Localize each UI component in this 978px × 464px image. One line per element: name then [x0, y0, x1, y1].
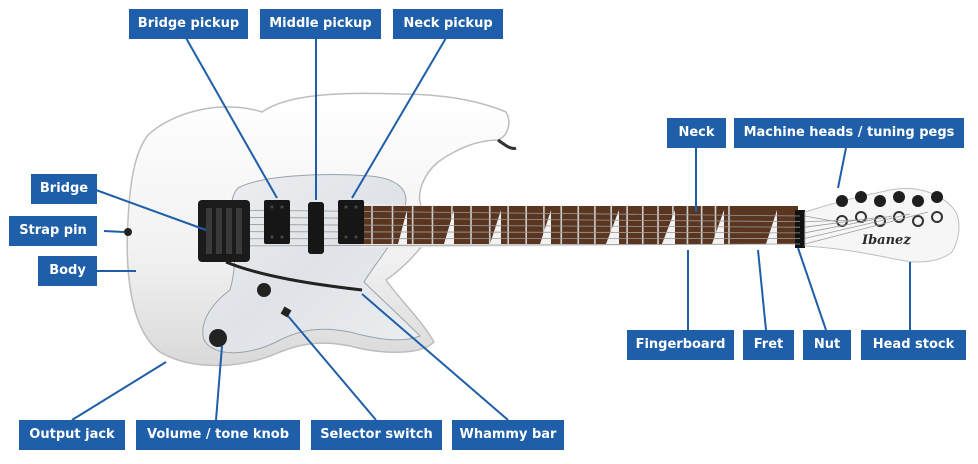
label-head-stock: Head stock: [861, 330, 966, 360]
leader-nut: [798, 248, 826, 330]
leader-machine-heads: [838, 148, 846, 188]
label-neck-pickup: Neck pickup: [393, 9, 503, 39]
tuning-peg: [931, 191, 943, 203]
label-strap-pin: Strap pin: [9, 216, 97, 246]
neck-pickup: [338, 200, 364, 244]
tremolo-bridge: [198, 200, 250, 262]
tuning-post: [837, 216, 847, 226]
tuning-peg: [912, 195, 924, 207]
tuning-post: [932, 212, 942, 222]
label-body: Body: [38, 256, 97, 286]
label-fingerboard: Fingerboard: [627, 330, 734, 360]
label-bridge-pickup: Bridge pickup: [129, 9, 248, 39]
headstock-logo: Ibanez: [861, 233, 911, 248]
tuning-post: [913, 216, 923, 226]
strap-pin: [124, 228, 132, 236]
leader-whammy-bar: [362, 294, 508, 420]
tuning-peg: [855, 191, 867, 203]
bridge-pickup: [264, 200, 290, 244]
leader-strap-pin: [104, 231, 124, 232]
tuning-peg: [874, 195, 886, 207]
tuning-peg: [836, 195, 848, 207]
label-output-jack: Output jack: [19, 420, 125, 450]
volume-knob: [257, 283, 271, 297]
label-whammy-bar: Whammy bar: [452, 420, 564, 450]
label-neck: Neck: [667, 118, 726, 148]
horn-tip: [498, 140, 516, 149]
label-volume-tone-knob: Volume / tone knob: [136, 420, 300, 450]
label-middle-pickup: Middle pickup: [260, 9, 381, 39]
label-fret: Fret: [743, 330, 794, 360]
leader-fret: [758, 250, 766, 330]
middle-pickup: [308, 202, 324, 254]
tuning-peg: [893, 191, 905, 203]
leader-output-jack: [72, 362, 166, 420]
label-selector-switch: Selector switch: [311, 420, 442, 450]
label-machine-heads: Machine heads / tuning pegs: [734, 118, 964, 148]
label-bridge: Bridge: [31, 174, 97, 204]
tone-knob: [209, 329, 227, 347]
label-nut: Nut: [803, 330, 851, 360]
